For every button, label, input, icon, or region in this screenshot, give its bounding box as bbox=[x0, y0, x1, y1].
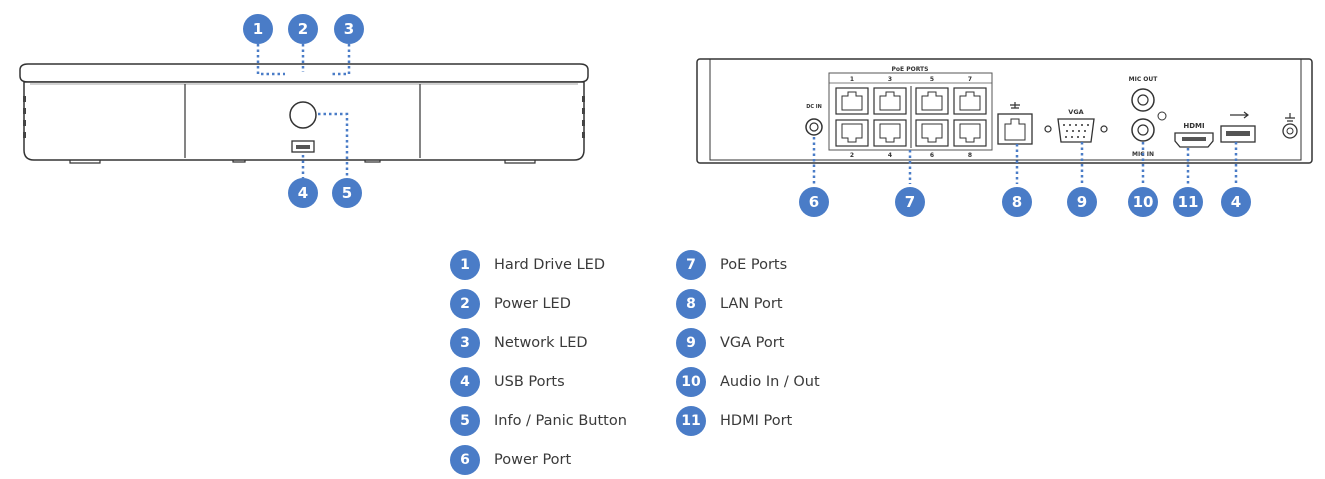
dc-in-port: DC IN bbox=[805, 104, 823, 136]
poe-number-1: 1 bbox=[850, 76, 854, 83]
legend-badge: 5 bbox=[450, 406, 480, 436]
rear-callout-4-circle bbox=[1067, 187, 1097, 217]
rear-callout-3-circle bbox=[1002, 187, 1032, 217]
poe-ports-block: PoE PORTS 1 3 5 7 2 4 6 8 bbox=[828, 66, 993, 159]
vga-label: VGA bbox=[1068, 108, 1083, 116]
poe-number-6: 6 bbox=[930, 152, 934, 159]
lan-port bbox=[997, 102, 1033, 145]
front-callout-4-number: 4 bbox=[298, 184, 308, 202]
legend-item-1: 1 Hard Drive LED bbox=[450, 250, 605, 280]
rear-callout-5-circle bbox=[1128, 187, 1158, 217]
hdmi-port: HDMI bbox=[1174, 122, 1214, 148]
poe-number-2: 2 bbox=[850, 152, 854, 159]
legend-item-6: 6 Power Port bbox=[450, 445, 571, 475]
legend-label: PoE Ports bbox=[720, 257, 788, 273]
rear-callout-4-number: 9 bbox=[1077, 193, 1087, 211]
poe-number-7: 7 bbox=[968, 76, 972, 83]
legend-item-11: 11 HDMI Port bbox=[676, 406, 792, 436]
legend-item-4: 4 USB Ports bbox=[450, 367, 565, 397]
poe-number-5: 5 bbox=[930, 76, 934, 83]
legend-item-9: 9 VGA Port bbox=[676, 328, 784, 358]
front-view bbox=[19, 44, 589, 178]
front-callout-1-circle bbox=[243, 14, 273, 44]
legend-label: HDMI Port bbox=[720, 413, 793, 429]
legend-item-7: 7 PoE Ports bbox=[676, 250, 787, 280]
legend-badge: 2 bbox=[450, 289, 480, 319]
vga-port: VGA bbox=[1044, 108, 1108, 143]
front-leaders bbox=[256, 44, 351, 178]
mic-out-label: MIC OUT bbox=[1129, 76, 1159, 83]
rear-callout-2-number: 7 bbox=[905, 193, 915, 211]
rear-callout-6-circle bbox=[1173, 187, 1203, 217]
info-panic-button bbox=[289, 101, 317, 129]
poe-number-4: 4 bbox=[888, 152, 892, 159]
legend-label: Info / Panic Button bbox=[494, 413, 627, 429]
legend-badge: 3 bbox=[450, 328, 480, 358]
side-vents bbox=[23, 96, 585, 138]
legend-label: Hard Drive LED bbox=[494, 257, 605, 273]
legend-item-10: 10 Audio In / Out bbox=[676, 367, 820, 397]
legend-label: VGA Port bbox=[720, 335, 785, 351]
legend-item-3: 3 Network LED bbox=[450, 328, 588, 358]
front-callout-3-number: 3 bbox=[344, 20, 354, 38]
rear-callout-7-circle bbox=[1221, 187, 1251, 217]
front-usb-port bbox=[291, 140, 315, 153]
callout-badges: 1 2 3 4 5 6 7 8 9 10 11 4 bbox=[243, 14, 1251, 217]
legend-label: Power LED bbox=[494, 296, 571, 312]
front-callout-1-number: 1 bbox=[253, 20, 263, 38]
front-callout-2-number: 2 bbox=[298, 20, 308, 38]
front-callout-4-circle bbox=[288, 178, 318, 208]
rear-usb-port bbox=[1220, 111, 1256, 143]
legend-item-2: 2 Power LED bbox=[450, 289, 571, 319]
legend-badge: 7 bbox=[676, 250, 706, 280]
legend-badge: 1 bbox=[450, 250, 480, 280]
legend-label: Power Port bbox=[494, 452, 572, 468]
rear-callout-6-number: 11 bbox=[1178, 193, 1199, 211]
legend-label: Audio In / Out bbox=[720, 374, 820, 390]
poe-number-8: 8 bbox=[968, 152, 972, 159]
legend-label: Network LED bbox=[494, 335, 588, 351]
rear-leaders bbox=[812, 137, 1238, 184]
rear-callout-1-number: 6 bbox=[809, 193, 819, 211]
rear-callout-7-number: 4 bbox=[1231, 193, 1241, 211]
rear-callout-1-circle bbox=[799, 187, 829, 217]
poe-ports-title: PoE PORTS bbox=[892, 66, 929, 73]
legend-badge: 4 bbox=[450, 367, 480, 397]
rear-callout-5-number: 10 bbox=[1133, 193, 1154, 211]
rear-callout-2-circle bbox=[895, 187, 925, 217]
front-callout-3-circle bbox=[334, 14, 364, 44]
legend-badge: 8 bbox=[676, 289, 706, 319]
ground-terminal bbox=[1282, 113, 1298, 139]
legend-badge: 11 bbox=[676, 406, 706, 436]
legend-badge: 6 bbox=[450, 445, 480, 475]
front-callout-5-circle bbox=[332, 178, 362, 208]
front-callout-2-circle bbox=[288, 14, 318, 44]
legend-item-5: 5 Info / Panic Button bbox=[450, 406, 627, 436]
hdmi-label: HDMI bbox=[1183, 122, 1204, 130]
rear-callout-3-number: 8 bbox=[1012, 193, 1022, 211]
legend-label: USB Ports bbox=[494, 374, 565, 390]
legend-item-8: 8 LAN Port bbox=[676, 289, 783, 319]
poe-number-3: 3 bbox=[888, 76, 892, 83]
dc-in-label: DC IN bbox=[806, 104, 822, 110]
front-callout-5-number: 5 bbox=[342, 184, 352, 202]
legend-badge: 9 bbox=[676, 328, 706, 358]
rear-view: DC IN PoE PORTS 1 3 5 7 2 4 6 8 bbox=[696, 58, 1313, 184]
legend-badge: 10 bbox=[676, 367, 706, 397]
legend-label: LAN Port bbox=[720, 296, 783, 312]
